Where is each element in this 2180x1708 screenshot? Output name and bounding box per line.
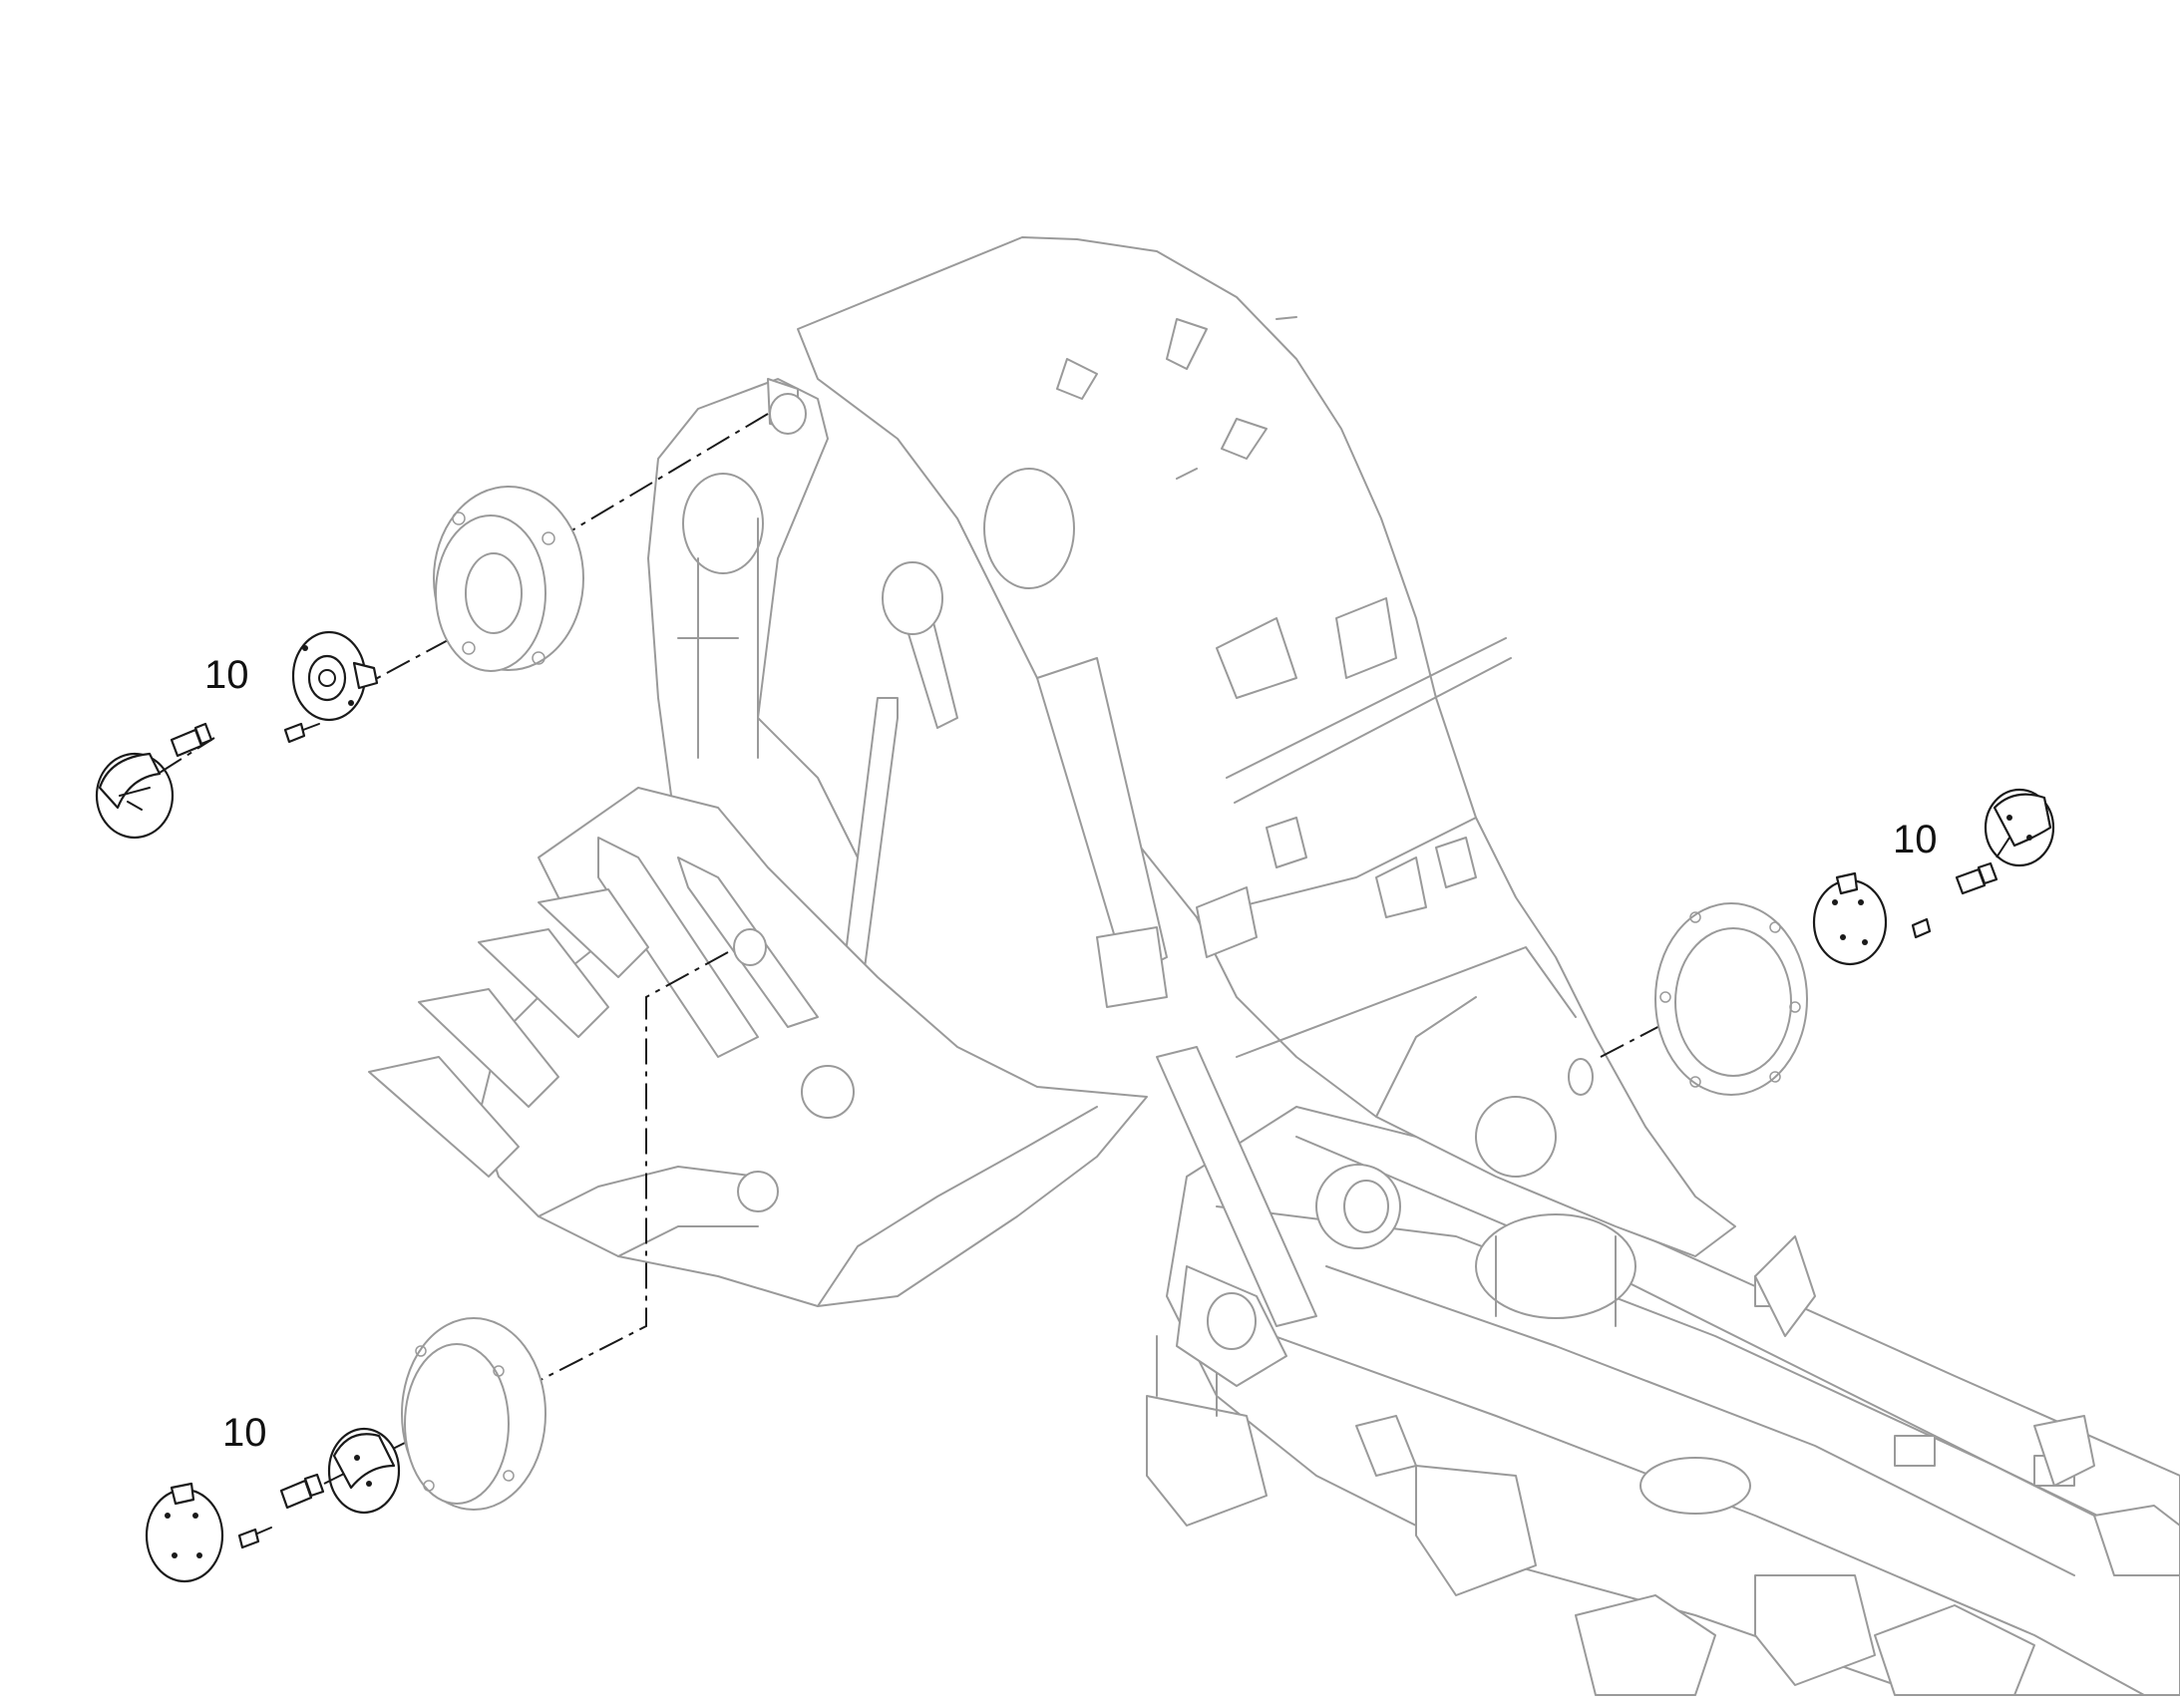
parts-group-bottom-left (145, 951, 729, 1583)
parts-group-right (1600, 788, 2055, 1096)
screw-small-right (1911, 917, 1932, 939)
cover-cap-right (1984, 788, 2055, 867)
callout-label: 10 (222, 1411, 267, 1455)
sensor-housing-bottom (145, 1482, 224, 1583)
bolt-right (1955, 861, 1998, 895)
mounting-plate-right (1654, 902, 1808, 1096)
cover-cap-bottom (327, 1427, 401, 1515)
boom-structure (797, 236, 1736, 1257)
pin-brackets (733, 393, 1594, 1350)
sensor-housing-top (291, 630, 379, 722)
mounting-plate-bottom (401, 1317, 546, 1511)
screw-small-top (283, 722, 320, 744)
mounting-plate-top (433, 486, 584, 672)
chassis-frame (1146, 1106, 2180, 1696)
bolt-top (170, 722, 213, 758)
excavator-assembly (368, 236, 2180, 1696)
bucket-teeth (368, 888, 649, 1178)
parts-group-top-left (95, 413, 769, 840)
bolt-bottom (279, 1473, 325, 1510)
callout-label: 10 (204, 653, 249, 697)
callout-label: 10 (1893, 818, 1938, 861)
sensor-housing-right (1812, 871, 1888, 966)
screw-small-bottom (237, 1527, 272, 1549)
cover-cap-top (95, 752, 175, 840)
